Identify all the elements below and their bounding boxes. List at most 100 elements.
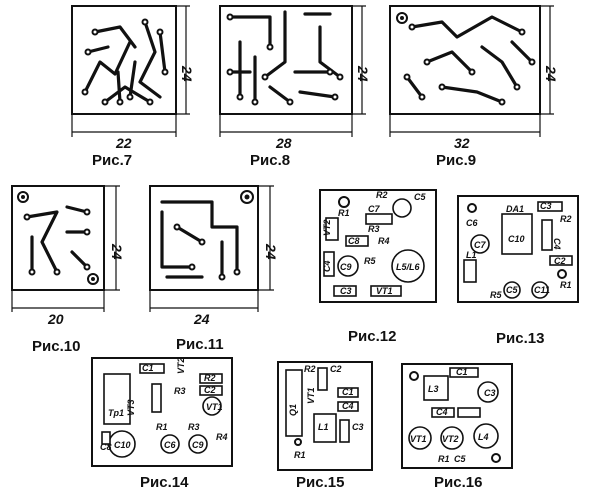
figure-7-drawing: 22 24 <box>71 5 195 151</box>
figure-8: 28 24 <box>210 2 375 152</box>
dimension-height: 24 <box>355 65 371 82</box>
label-r2: R2 <box>304 364 316 374</box>
label-l4: L4 <box>478 432 489 442</box>
label-c2: C2 <box>554 256 566 266</box>
label-r2: R2 <box>376 190 388 200</box>
label-vt1: VT1 <box>410 434 427 444</box>
ic-da1 <box>501 213 533 255</box>
label-c2: C2 <box>330 364 342 374</box>
label-c4: C4 <box>342 401 354 411</box>
dimension-width: 24 <box>193 311 210 327</box>
label-c1: C1 <box>142 363 154 373</box>
caption-fig15: Рис.15 <box>296 474 345 491</box>
dimension-height: 24 <box>109 243 125 260</box>
label-c5: C5 <box>506 285 518 295</box>
dimension-width: 28 <box>275 135 292 151</box>
caption-fig16: Рис.16 <box>434 474 483 491</box>
label-vt1: VT1 <box>306 387 316 404</box>
figure-11: 24 24 <box>142 182 292 332</box>
label-r1: R1 <box>560 280 572 290</box>
label-c10: C10 <box>114 440 131 450</box>
label-tp1: Tp1 <box>108 408 124 418</box>
figure-16: C1 L3 VT1 C4 VT2 L4 R1 C5 C3 <box>398 360 516 472</box>
figure-13-drawing: C6 C3 R2 DA1 C7 C10 C4 L1 C2 R5 C5 C11 R… <box>457 195 579 303</box>
figure-16-drawing: C1 L3 VT1 C4 VT2 L4 R1 C5 C3 <box>401 363 513 469</box>
coil-l1 <box>313 413 337 443</box>
caption-fig12: Рис.12 <box>348 328 397 345</box>
label-r5: R5 <box>490 290 502 300</box>
label-c3: C3 <box>540 201 552 211</box>
figure-12: R1 VT2 C7 R2 C5 R3 R4 C8 VT1 L5/L6 C9 C4… <box>316 186 441 306</box>
figure-10: 20 24 <box>2 182 137 332</box>
caption-fig7: Рис.7 <box>92 152 133 169</box>
label-c8: C8 <box>348 236 360 246</box>
caption-fig8: Рис.8 <box>250 152 291 169</box>
transistor-vt1 <box>408 426 432 450</box>
figure-15-drawing: R2 C2 VT1 C1 C4 C3 Q1 L1 R1 <box>277 361 373 471</box>
caption-fig13: Рис.13 <box>496 330 545 347</box>
crystal-q1 <box>285 369 303 437</box>
figure-10-drawing: 20 24 <box>11 185 125 327</box>
label-c3: C3 <box>352 422 364 432</box>
label-r1: R1 <box>338 208 350 218</box>
label-c11: C11 <box>534 285 550 295</box>
solder-pads <box>23 208 91 276</box>
dimension-width: 32 <box>454 135 470 151</box>
label-r1: R1 <box>156 422 168 432</box>
caption-fig14: Рис.14 <box>140 474 189 491</box>
label-l5-l6: L5/L6 <box>396 262 421 272</box>
label-l1: L1 <box>318 422 329 432</box>
label-q1: Q1 <box>288 404 298 416</box>
label-r4: R4 <box>378 236 390 246</box>
label-r2: R2 <box>204 373 216 383</box>
solder-pads <box>173 223 241 281</box>
pcb-board <box>401 363 513 469</box>
label-c5: C5 <box>454 454 466 464</box>
label-vt2: VT2 <box>442 434 459 444</box>
dimension-width: 20 <box>47 311 64 327</box>
label-r3: R3 <box>368 224 380 234</box>
label-c1: C1 <box>342 387 354 397</box>
figure-8-drawing: 28 24 <box>219 5 371 151</box>
figure-13: C6 C3 R2 DA1 C7 C10 C4 L1 C2 R5 C5 C11 R… <box>454 192 584 308</box>
label-vt3: VT3 <box>126 399 136 416</box>
solder-pads <box>81 18 169 106</box>
figure-15: R2 C2 VT1 C1 C4 C3 Q1 L1 R1 <box>274 358 376 474</box>
label-c4: C4 <box>552 238 562 250</box>
figure-9-drawing: 32 24 <box>389 5 559 151</box>
trimmer-c7 <box>470 234 490 254</box>
coil-l3 <box>423 375 449 401</box>
label-c9: C9 <box>340 262 352 272</box>
label-vt1: VT1 <box>206 402 223 412</box>
trimmer-c5 <box>392 198 412 218</box>
label-l1: L1 <box>466 250 477 260</box>
label-c2: C2 <box>204 385 216 395</box>
label-c4: C4 <box>322 260 332 272</box>
label-r3: R3 <box>188 422 200 432</box>
label-c8: C8 <box>100 442 112 452</box>
dimension-width: 22 <box>115 135 132 151</box>
label-r5: R5 <box>364 256 376 266</box>
label-c7: C7 <box>368 204 380 214</box>
label-vt2: VT2 <box>322 219 332 236</box>
caption-fig9: Рис.9 <box>436 152 477 169</box>
dimension-height: 24 <box>179 65 195 82</box>
caption-fig10: Рис.10 <box>32 338 81 355</box>
label-r1: R1 <box>294 450 306 460</box>
label-c1: C1 <box>456 367 468 377</box>
solder-pads <box>403 23 536 106</box>
label-c3: C3 <box>484 388 496 398</box>
figure-7: 22 24 <box>60 2 200 152</box>
label-c10: C10 <box>508 234 525 244</box>
figure-14: C1 VT2 R2 C2 R3 VT1 Tp1 VT3 R1 C8 R3 R4 … <box>88 354 236 472</box>
trimmer-c9 <box>337 255 359 277</box>
label-c4: C4 <box>436 407 448 417</box>
transformer-tp1 <box>103 373 131 425</box>
label-vt1: VT1 <box>376 286 393 296</box>
figure-14-drawing: C1 VT2 R2 C2 R3 VT1 Tp1 VT3 R1 C8 R3 R4 … <box>91 357 233 467</box>
solder-pads <box>226 13 344 106</box>
figure-12-drawing: R1 VT2 C7 R2 C5 R3 R4 C8 VT1 L5/L6 C9 C4… <box>319 189 437 303</box>
figure-11-drawing: 24 24 <box>149 185 279 327</box>
coil-l5-l6 <box>391 249 425 283</box>
caption-fig11: Рис.11 <box>176 336 224 353</box>
